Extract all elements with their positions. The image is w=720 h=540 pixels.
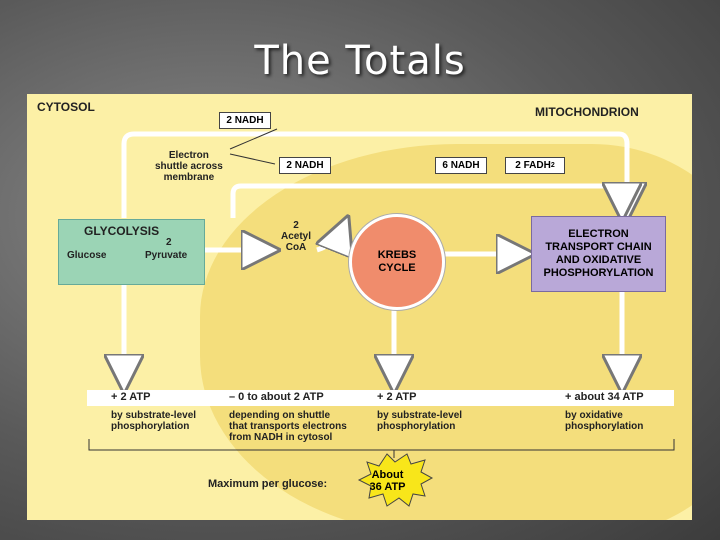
atp-bar	[87, 390, 674, 406]
nadh-six-box: 6 NADH	[435, 157, 487, 174]
mitochondrion-label: MITOCHONDRION	[535, 105, 639, 119]
cytosol-label: CYTOSOL	[37, 100, 95, 114]
glycolysis-box: GLYCOLYSIS 2 Glucose Pyruvate	[58, 219, 205, 285]
max-per-glucose-label: Maximum per glucose:	[208, 478, 328, 490]
total-atp-label: About 36 ATP	[369, 469, 406, 493]
nadh-mid-box: 2 NADH	[279, 157, 331, 174]
krebs-cycle: KREBS CYCLE	[349, 214, 445, 310]
total-starburst	[357, 453, 434, 507]
glucose-label: Glucose	[67, 250, 107, 261]
atp-krebs: + 2 ATP	[377, 391, 417, 403]
acetyl-coa-label: 2 Acetyl CoA	[281, 220, 312, 253]
glycolysis-title: GLYCOLYSIS	[84, 224, 160, 238]
pyruvate-label: Pyruvate	[145, 250, 188, 261]
shuttle-note: Electron shuttle across membrane	[155, 150, 223, 183]
slide-title: The Totals	[254, 38, 466, 84]
nadh-top-box: 2 NADH	[219, 112, 271, 129]
atp-oxidative: + about 34 ATP	[565, 391, 644, 403]
electron-transport-chain-box: ELECTRON TRANSPORT CHAIN AND OXIDATIVE P…	[531, 216, 666, 292]
atp-shuttle: – 0 to about 2 ATP	[229, 391, 324, 403]
atp-glycolysis: + 2 ATP	[111, 391, 151, 403]
glycolysis-count: 2	[166, 237, 172, 248]
diagram-panel: CYTOSOL MITOCHONDRION 2 NADH Electron sh…	[27, 94, 692, 520]
